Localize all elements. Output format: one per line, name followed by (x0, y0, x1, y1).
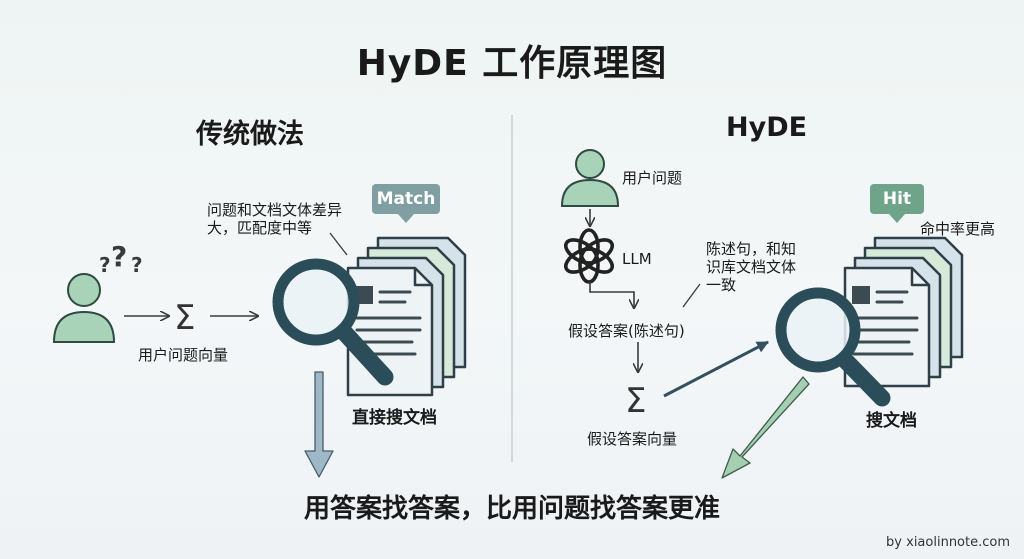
style-match-note-line1: 陈述句，和知 (706, 240, 797, 258)
note-pointer (682, 283, 701, 308)
direct-search-label: 直接搜文档 (352, 408, 437, 428)
arrow-vector-to-search (663, 340, 769, 398)
section-heading-hyde: HyDE (726, 112, 808, 143)
sigma-icon: Σ (625, 381, 646, 421)
search-docs-label: 搜文档 (866, 411, 917, 431)
magnifier-icon (775, 287, 891, 407)
style-gap-note-line2: 大，匹配度中等 (207, 219, 313, 237)
document-stack-icon (346, 236, 467, 397)
hypothetical-vector-label: 假设答案向量 (587, 430, 678, 448)
style-gap-note-line1: 问题和文档文体差异 (207, 201, 343, 219)
user-question-label: 用户问题 (622, 169, 683, 187)
arrow-left-to-conclusion (304, 371, 334, 478)
page-title: HyDE 工作原理图 (356, 43, 668, 84)
match-tag: Match (372, 184, 440, 223)
style-match-note-line3: 一致 (706, 276, 737, 294)
openai-logo-icon (564, 228, 614, 284)
hypothetical-answer-label: 假设答案(陈述句) (568, 322, 685, 340)
svg-text:?: ? (99, 253, 111, 277)
user-icon (560, 149, 620, 207)
section-heading-traditional: 传统做法 (196, 119, 304, 150)
svg-text:?: ? (131, 253, 143, 277)
llm-label: LLM (622, 250, 652, 268)
style-match-note-line2: 识库文档文体 (706, 258, 797, 276)
conclusion-text: 用答案找答案，比用问题找答案更准 (303, 494, 720, 524)
note-pointer (329, 232, 348, 256)
document-stack-icon (843, 236, 964, 388)
credit-text: by xiaolinnote.com (886, 535, 1010, 550)
arrow-llm-to-answer (589, 282, 634, 308)
sigma-icon: Σ (174, 298, 195, 338)
hit-rate-label: 命中率更高 (920, 220, 996, 238)
magnifier-icon (272, 258, 394, 386)
arrow-right-to-conclusion (721, 376, 810, 479)
user-icon (52, 273, 116, 343)
hit-tag: Hit (870, 184, 924, 223)
question-marks-icon: ? ? ? (99, 240, 143, 277)
svg-text:?: ? (111, 240, 127, 273)
user-vector-label: 用户问题向量 (138, 346, 229, 364)
